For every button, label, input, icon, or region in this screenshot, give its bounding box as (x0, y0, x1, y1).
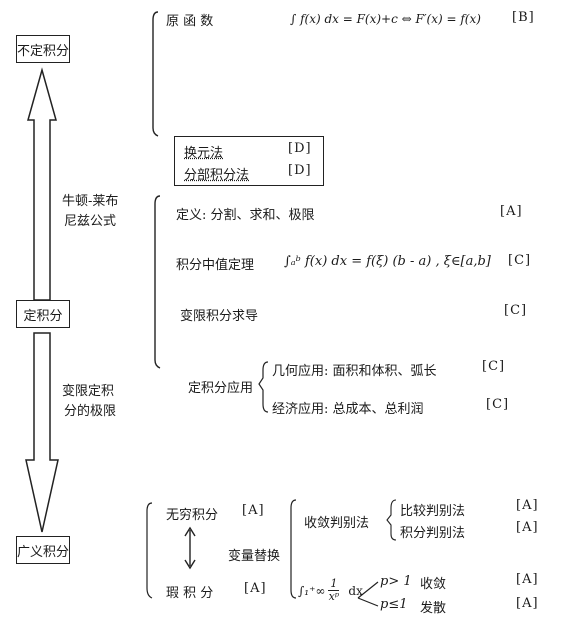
brace-definite (154, 195, 161, 369)
p-integral-expression: ∫₁⁺∞ 1 xᵖ dx (298, 578, 363, 603)
integral-test-grade: [A] (516, 520, 539, 535)
label-newton-leibniz-1: 牛顿-莱布 (62, 194, 119, 209)
defective-integral: 瑕 积 分 (166, 586, 214, 601)
variable-substitution: 变量替换 (228, 549, 281, 564)
geometry-grade: [C] (482, 359, 506, 374)
economics-application: 经济应用: 总成本、总利润 (272, 402, 424, 417)
methods-box (174, 136, 324, 186)
brace-applications (258, 361, 269, 413)
variable-limit-derivative: 变限积分求导 (180, 309, 259, 324)
antiderivative-formula: ∫ f(x) dx = F(x)+c ⇔ F′(x) = f(x) (290, 12, 481, 26)
p-integral-fraction: 1 xᵖ (328, 577, 340, 603)
p-greater-than-1: p> 1 (380, 574, 412, 589)
comparison-test: 比较判别法 (400, 504, 466, 519)
converge-label: 收敛 (420, 577, 447, 592)
comparison-grade: [A] (516, 498, 539, 513)
arrow-down-to-improper (25, 332, 59, 533)
node-improper-integral: 广义积分 (16, 536, 70, 564)
p-integral-denominator: xᵖ (328, 590, 340, 603)
split-p-integral (357, 581, 379, 607)
convergence-tests: 收敛判别法 (304, 516, 370, 531)
brace-tests (386, 499, 397, 541)
node-improper-label: 广义积分 (17, 544, 70, 560)
label-variable-limit-1: 变限定积 (62, 384, 115, 399)
mean-value-theorem: 积分中值定理 (176, 258, 255, 273)
mean-value-formula: ∫ₐᵇ f(x) dx = f(ξ) (b - a) , ξ∈[a,b] (284, 254, 491, 269)
node-definite-integral: 定积分 (16, 300, 70, 328)
applications-label: 定积分应用 (188, 381, 254, 396)
node-indefinite-label: 不定积分 (17, 43, 70, 59)
p-integral-prefix: ∫₁⁺∞ (298, 583, 326, 598)
diverge-grade: [A] (516, 596, 539, 611)
definition-grade: [A] (500, 204, 523, 219)
node-definite-label: 定积分 (23, 308, 63, 324)
diverge-label: 发散 (420, 601, 447, 616)
substitution-method: 换元法 (184, 146, 224, 161)
infinite-integral: 无穷积分 (166, 508, 219, 523)
p-integral-dx: dx (348, 583, 363, 598)
integral-test: 积分判别法 (400, 526, 466, 541)
brace-convergence (290, 499, 297, 599)
by-parts-grade: [D] (288, 163, 312, 178)
geometry-application: 几何应用: 面积和体积、弧长 (272, 364, 437, 379)
substitution-grade: [D] (288, 141, 312, 156)
antiderivative-grade: [B] (512, 10, 535, 25)
variable-limit-grade: [C] (504, 303, 528, 318)
infinite-integral-grade: [A] (242, 503, 265, 518)
node-indefinite-integral: 不定积分 (16, 35, 70, 63)
defective-integral-grade: [A] (244, 581, 267, 596)
p-integral-numerator: 1 (328, 577, 340, 591)
brace-improper (146, 502, 153, 599)
label-variable-limit-2: 分的极限 (64, 404, 117, 419)
arrow-up-to-indefinite (27, 67, 57, 301)
brace-indefinite (152, 11, 159, 137)
integration-by-parts: 分部积分法 (184, 168, 250, 183)
converge-grade: [A] (516, 572, 539, 587)
label-newton-leibniz-2: 尼兹公式 (64, 214, 117, 229)
definition-item: 定义: 分割、求和、极限 (176, 208, 315, 223)
p-less-equal-1: p≤1 (380, 597, 408, 612)
mean-value-grade: [C] (508, 253, 532, 268)
economics-grade: [C] (486, 397, 510, 412)
antiderivative-label: 原 函 数 (166, 14, 214, 29)
